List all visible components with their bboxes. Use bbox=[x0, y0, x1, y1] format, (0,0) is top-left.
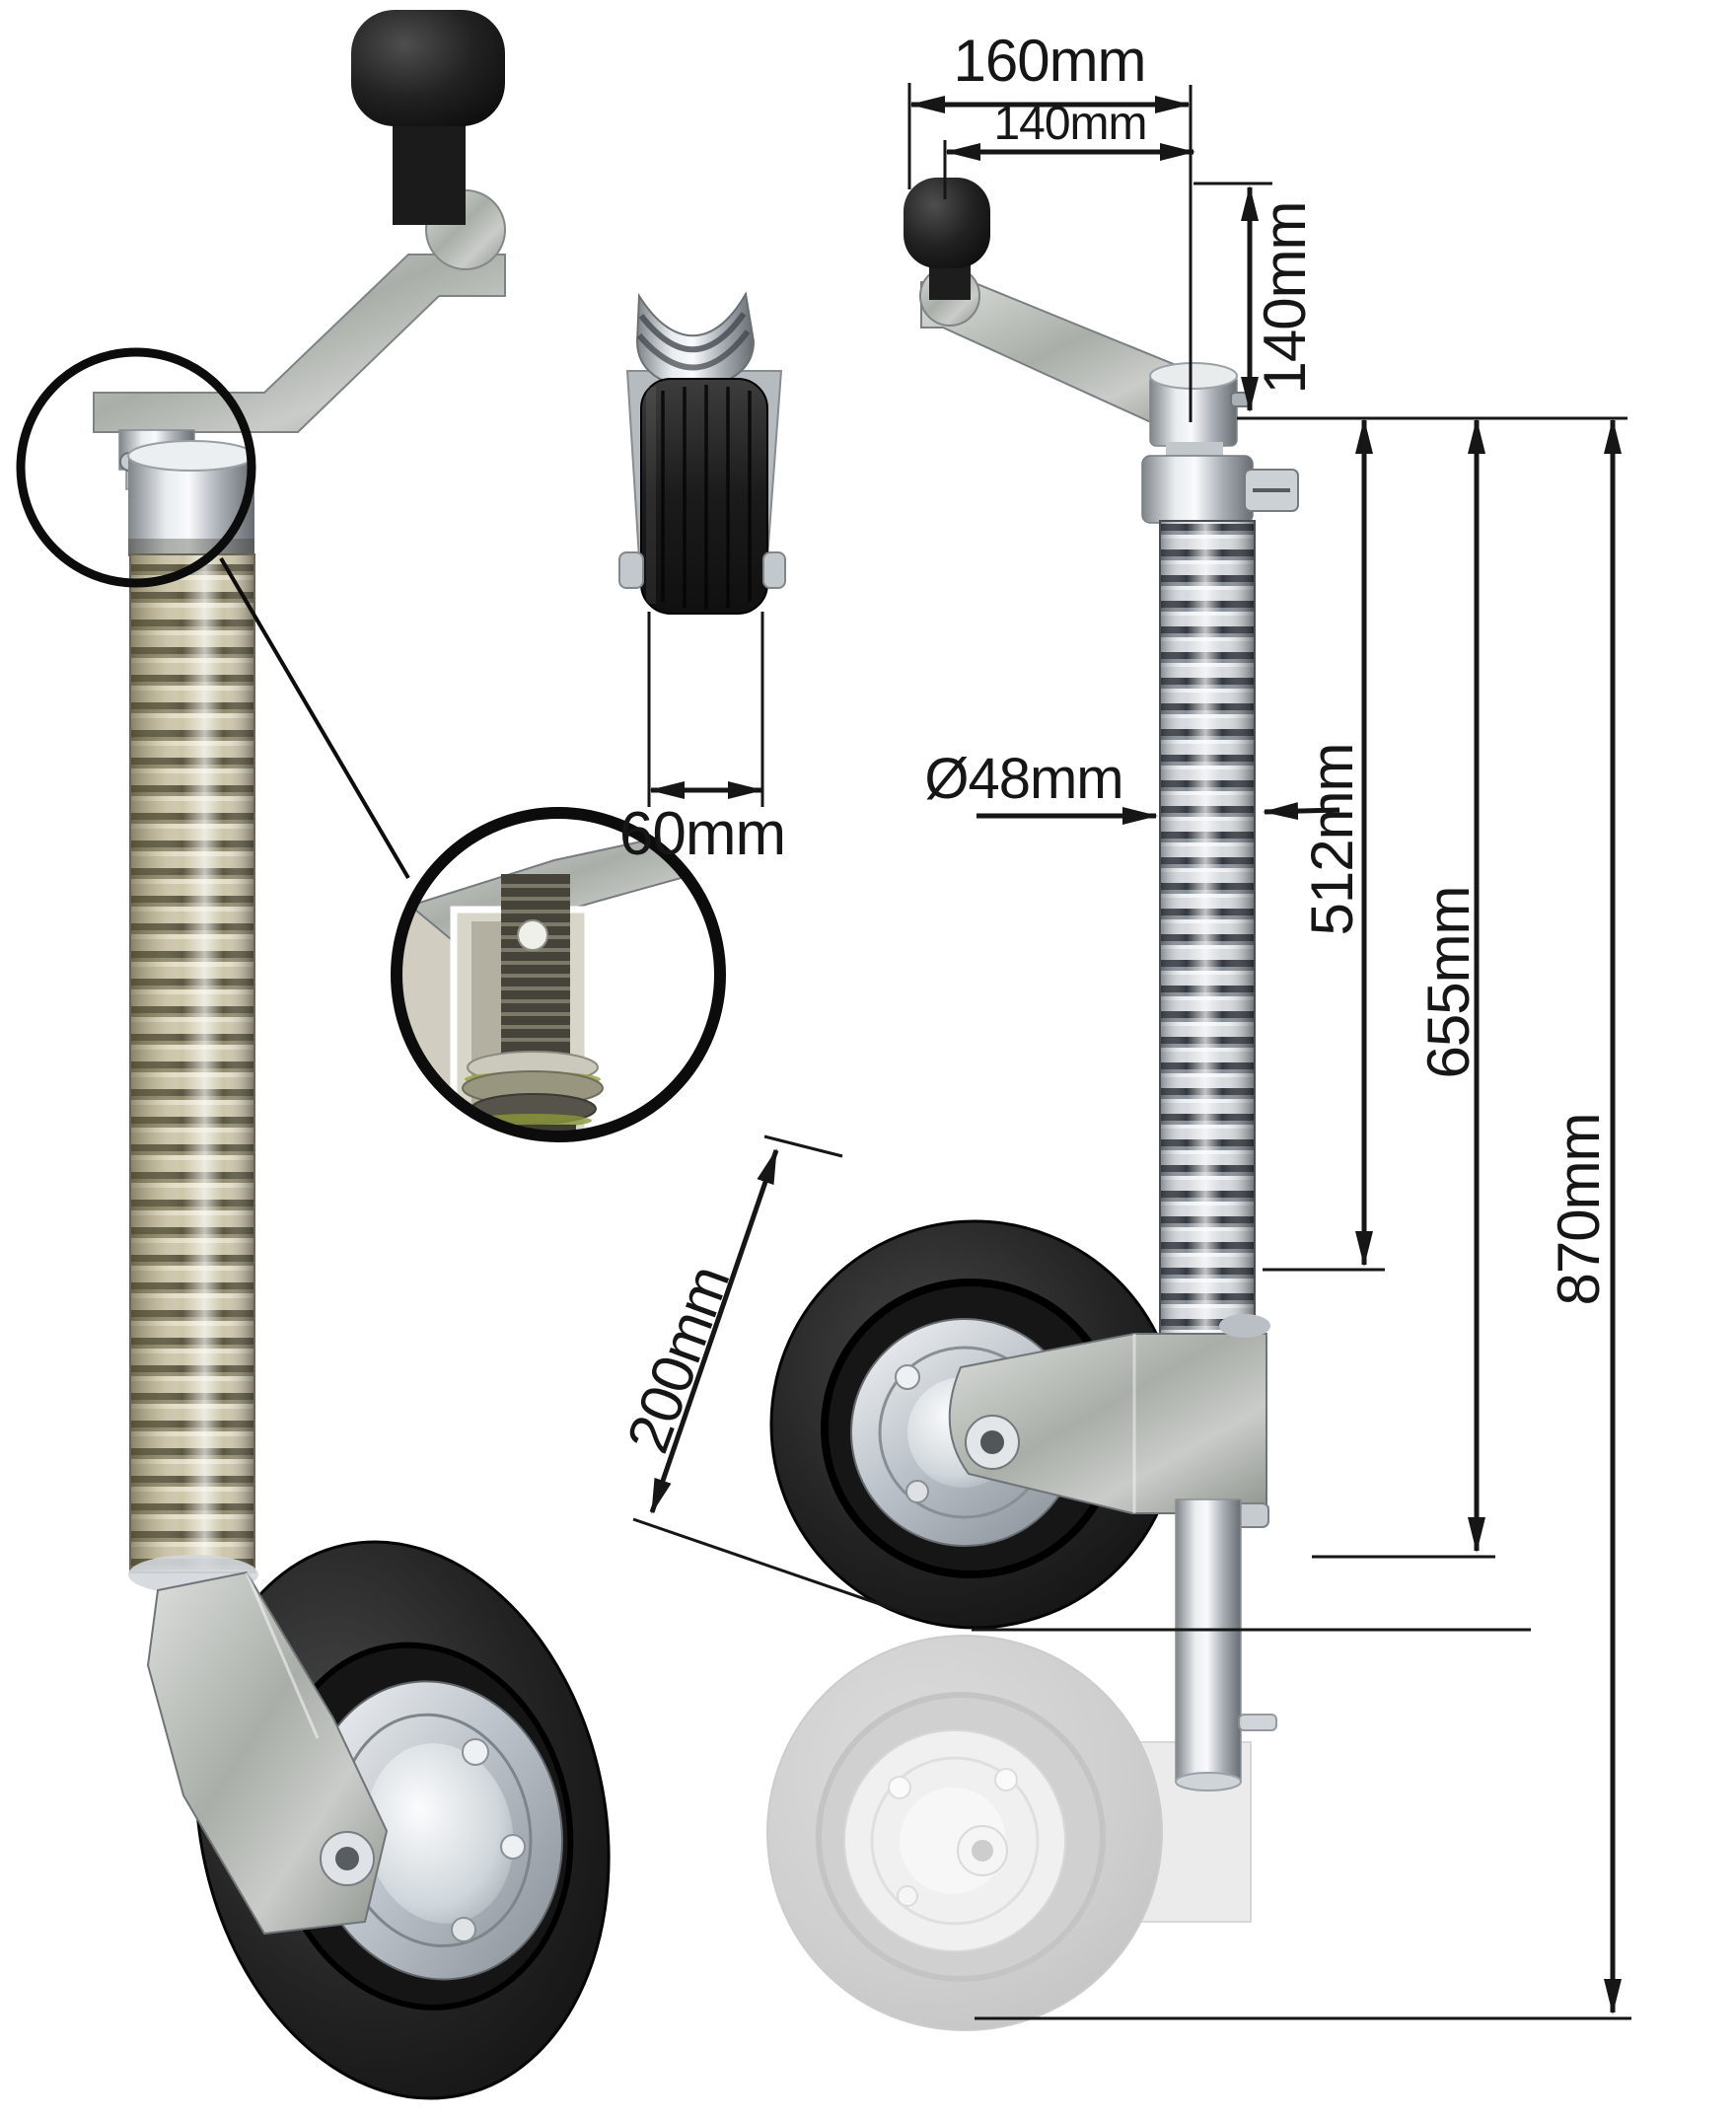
left-crank-knob bbox=[351, 10, 505, 126]
detail-pin-hole bbox=[517, 919, 548, 951]
dim-label-870: 870mm bbox=[1546, 1113, 1612, 1306]
tube-saddle bbox=[635, 291, 756, 389]
right-ribbed-tube bbox=[1159, 520, 1256, 1337]
left-ribbed-tube bbox=[129, 553, 255, 1573]
mechanism-detail-magnifier bbox=[391, 807, 726, 1142]
dim-label-60: 60mm bbox=[618, 800, 786, 868]
dimension-arrows bbox=[649, 96, 1622, 2014]
dim-label-160: 160mm bbox=[953, 28, 1146, 94]
right-jockey-wheel-photo bbox=[769, 178, 1299, 1630]
ghost-extended-wheel bbox=[766, 1635, 1252, 2031]
dimension-arrow-200 bbox=[649, 1148, 779, 1514]
wheel-side-view bbox=[618, 291, 786, 615]
left-crank-arm bbox=[93, 254, 506, 433]
magnifier-connector-line bbox=[219, 556, 410, 880]
clamp-collar bbox=[1141, 455, 1254, 524]
dimension-arrow-48-right bbox=[1263, 802, 1340, 821]
left-jockey-wheel-photo bbox=[93, 10, 611, 2100]
dim-label-140-horizontal: 140mm bbox=[993, 98, 1147, 150]
dim-label-diameter-48: Ø48mm bbox=[924, 747, 1123, 811]
magnifier-ring bbox=[391, 807, 726, 1142]
tire-profile bbox=[640, 378, 768, 615]
inner-tube bbox=[1175, 1499, 1277, 1791]
highlight-circle bbox=[16, 347, 256, 588]
left-crank-knob-shaft bbox=[393, 110, 466, 225]
dim-label-140-vertical: 140mm bbox=[1252, 201, 1318, 395]
right-crank-knob bbox=[904, 178, 990, 268]
dim-label-512: 512mm bbox=[1299, 743, 1365, 936]
dim-label-655: 655mm bbox=[1415, 886, 1482, 1079]
